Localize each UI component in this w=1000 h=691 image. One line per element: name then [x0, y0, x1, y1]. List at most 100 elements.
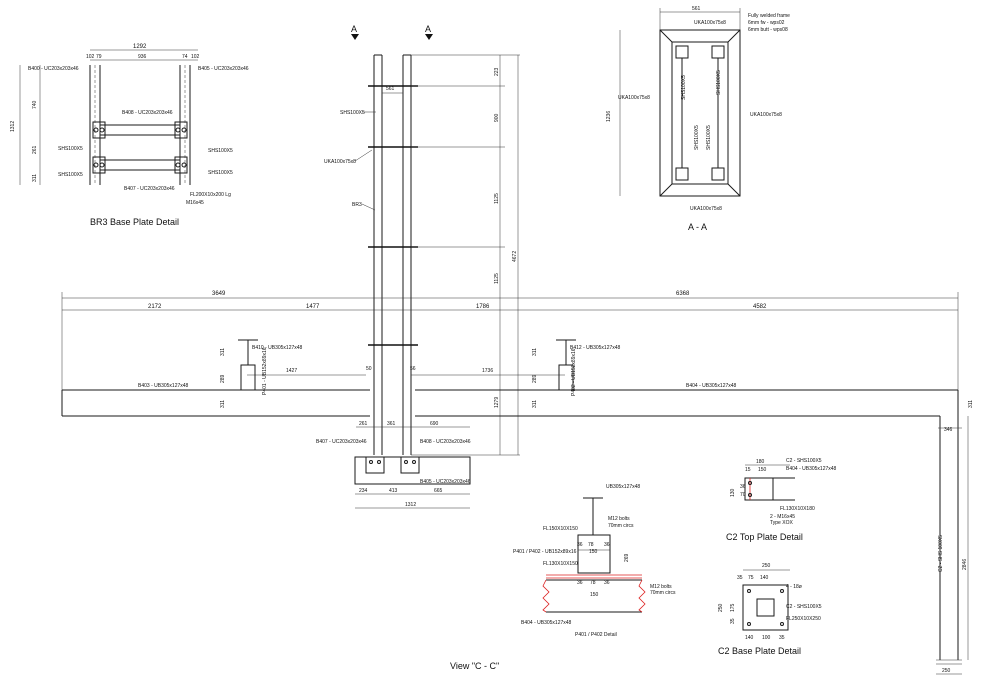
label-b400: B400 - UC203x203x46	[28, 66, 79, 72]
p401-d150a: 150	[589, 549, 598, 555]
c2top-d70: 70	[740, 492, 746, 498]
dim-4672: 4672	[512, 251, 518, 262]
c2base-title: C2 Base Plate Detail	[718, 646, 801, 656]
c2base-d250v: 250	[718, 603, 724, 612]
dim-1477: 1477	[306, 304, 320, 310]
dim-311-e: 311	[968, 400, 974, 408]
p401-d78b: 78	[590, 580, 596, 586]
dim-74: 74	[182, 54, 188, 60]
dim-311-v: 311	[32, 174, 38, 182]
dim-1312-v: 1312	[10, 121, 16, 132]
dim-102-left: 102	[86, 54, 95, 60]
aa-uka-bottom: UKA100x75x8	[690, 206, 722, 212]
c2top-m16b: Type XOX	[770, 520, 793, 526]
dim-261: 261	[359, 421, 368, 427]
label-b405: B405 - UC203x203x46	[198, 66, 249, 72]
p401-m12b-2: 70mm circs	[650, 590, 676, 596]
dim-261-v: 261	[32, 145, 38, 154]
c2base-d250: 250	[762, 563, 771, 569]
dim-1125-a: 1125	[494, 193, 500, 204]
c2-base-plate-detail: 250 35 75 140 250 175 35 140 100 35 4 - …	[718, 563, 822, 656]
section-marker-left: A	[351, 24, 357, 34]
dim-2172: 2172	[148, 304, 162, 310]
c2top-m16a: 2 - M16x45	[770, 514, 795, 520]
p401-m12a-2: 70mm circs	[608, 523, 634, 529]
aa-note-2: 6mm fw - wps02	[748, 20, 785, 26]
c2base-d35: 35	[737, 575, 743, 581]
label-shs-r1: SHS100X5	[208, 148, 233, 154]
label-b410: B410 - UB305x127x48	[252, 345, 303, 351]
c2top-title: C2 Top Plate Detail	[726, 532, 803, 542]
column-base: 261 361 690 B407 - UC203x203x46 B408 - U…	[316, 421, 471, 509]
p401-ub-top: UB305x127x48	[606, 484, 640, 490]
dim-690: 690	[430, 421, 439, 427]
dim-289-a: 289	[220, 374, 226, 383]
p401-d36b: 36	[604, 542, 610, 548]
section-a-a: 561 1236 Fully welded frame 6mm fw - wps…	[606, 6, 790, 232]
label-base-b405: B405 - UC203x203x46	[420, 479, 471, 485]
p401-m12a: M12 bolts	[608, 516, 630, 522]
c2top-d36: 36	[740, 484, 746, 490]
p401-d36c: 36	[577, 580, 583, 586]
c2top-d150: 150	[758, 467, 767, 473]
label-shs-r2: SHS100X5	[208, 170, 233, 176]
c2top-d15: 15	[745, 467, 751, 473]
label-base-b407: B407 - UC203x203x46	[316, 439, 367, 445]
main-beam-dimensions: 3649 6368 2172 1477 1786 4582 1427 1736 …	[61, 291, 959, 390]
dim-234: 234	[359, 488, 368, 494]
dim-50: 50	[366, 366, 372, 372]
c2base-fl: FL250X10X250	[786, 616, 821, 622]
p401-d78a: 78	[588, 542, 594, 548]
dim-311-d: 311	[532, 400, 538, 408]
dim-561-col: 561	[386, 86, 395, 92]
label-col-uka: UKA100x75x8	[324, 159, 356, 165]
p401-b404: B404 - UB305x127x48	[521, 620, 572, 626]
c2base-holes: 4 - 18ø	[786, 584, 802, 590]
dim-665: 665	[434, 488, 443, 494]
aa-note-3: 6mm butt - wps08	[748, 27, 788, 33]
c2top-d130: 130	[730, 488, 736, 497]
p401-fl150: FL150X10X150	[543, 526, 578, 532]
label-p402: P402 - UB152x89x16	[571, 348, 577, 396]
label-base-b408: B408 - UC203x203x46	[420, 439, 471, 445]
label-col-shs: SHS100X5	[340, 110, 365, 116]
label-fl200: FL200X10x200 Lg	[190, 192, 231, 198]
dim-311-a: 311	[220, 348, 226, 356]
dim-79: 79	[96, 54, 102, 60]
section-markers: A A	[351, 24, 433, 40]
aa-shs-2: SHS100X5	[716, 70, 722, 95]
label-b412: B412 - UB305x127x48	[570, 345, 621, 351]
label-b407: B407 - UC203x203x46	[124, 186, 175, 192]
dim-223: 223	[494, 67, 500, 76]
dim-1292: 1292	[133, 44, 147, 50]
dim-311-b: 311	[220, 400, 226, 408]
c2base-d140: 140	[760, 575, 769, 581]
c2top-b404: B404 - UB305x127x48	[786, 466, 837, 472]
p401-title: P401 / P402 Detail	[575, 632, 617, 638]
dim-6368: 6368	[676, 291, 690, 297]
label-c2-shs: C2 - SHS 100X5	[938, 535, 944, 572]
aa-uka-left: UKA100x75x8	[618, 95, 650, 101]
dim-311-c: 311	[532, 348, 538, 356]
br3-title: BR3 Base Plate Detail	[90, 217, 179, 227]
dim-2846: 2846	[962, 559, 968, 570]
aa-shs-1: SHS100X5	[681, 75, 687, 100]
c2base-d100: 100	[762, 635, 771, 641]
main-column: 561 SHS100X5 UKA100x75x8 BR3 223 900 112…	[324, 54, 520, 456]
c2base-d175: 175	[730, 603, 736, 612]
main-view-title: View "C - C"	[450, 661, 499, 671]
p401-section: P401 / P402 - UB152x89x16	[513, 549, 577, 555]
label-m16x45: M16x45	[186, 200, 204, 206]
dim-4582: 4582	[753, 304, 767, 310]
dim-740-v: 740	[32, 100, 38, 109]
dim-1736: 1736	[482, 368, 493, 374]
c2-top-plate-detail: 180 15 150 130 36 70 C2 - SHS100X5 B404 …	[726, 458, 837, 542]
c2base-d75: 75	[748, 575, 754, 581]
aa-shs-4: SHS100X5	[706, 125, 712, 150]
aa-shs-3: SHS100X5	[694, 125, 700, 150]
aa-note-1: Fully welded frame	[748, 13, 790, 19]
label-col-br3: BR3	[352, 202, 362, 208]
dim-56: 56	[410, 366, 416, 372]
p401-detail: UB305x127x48 M12 bolts 70mm circs FL150X…	[513, 484, 676, 638]
dim-1312-base: 1312	[405, 502, 416, 508]
